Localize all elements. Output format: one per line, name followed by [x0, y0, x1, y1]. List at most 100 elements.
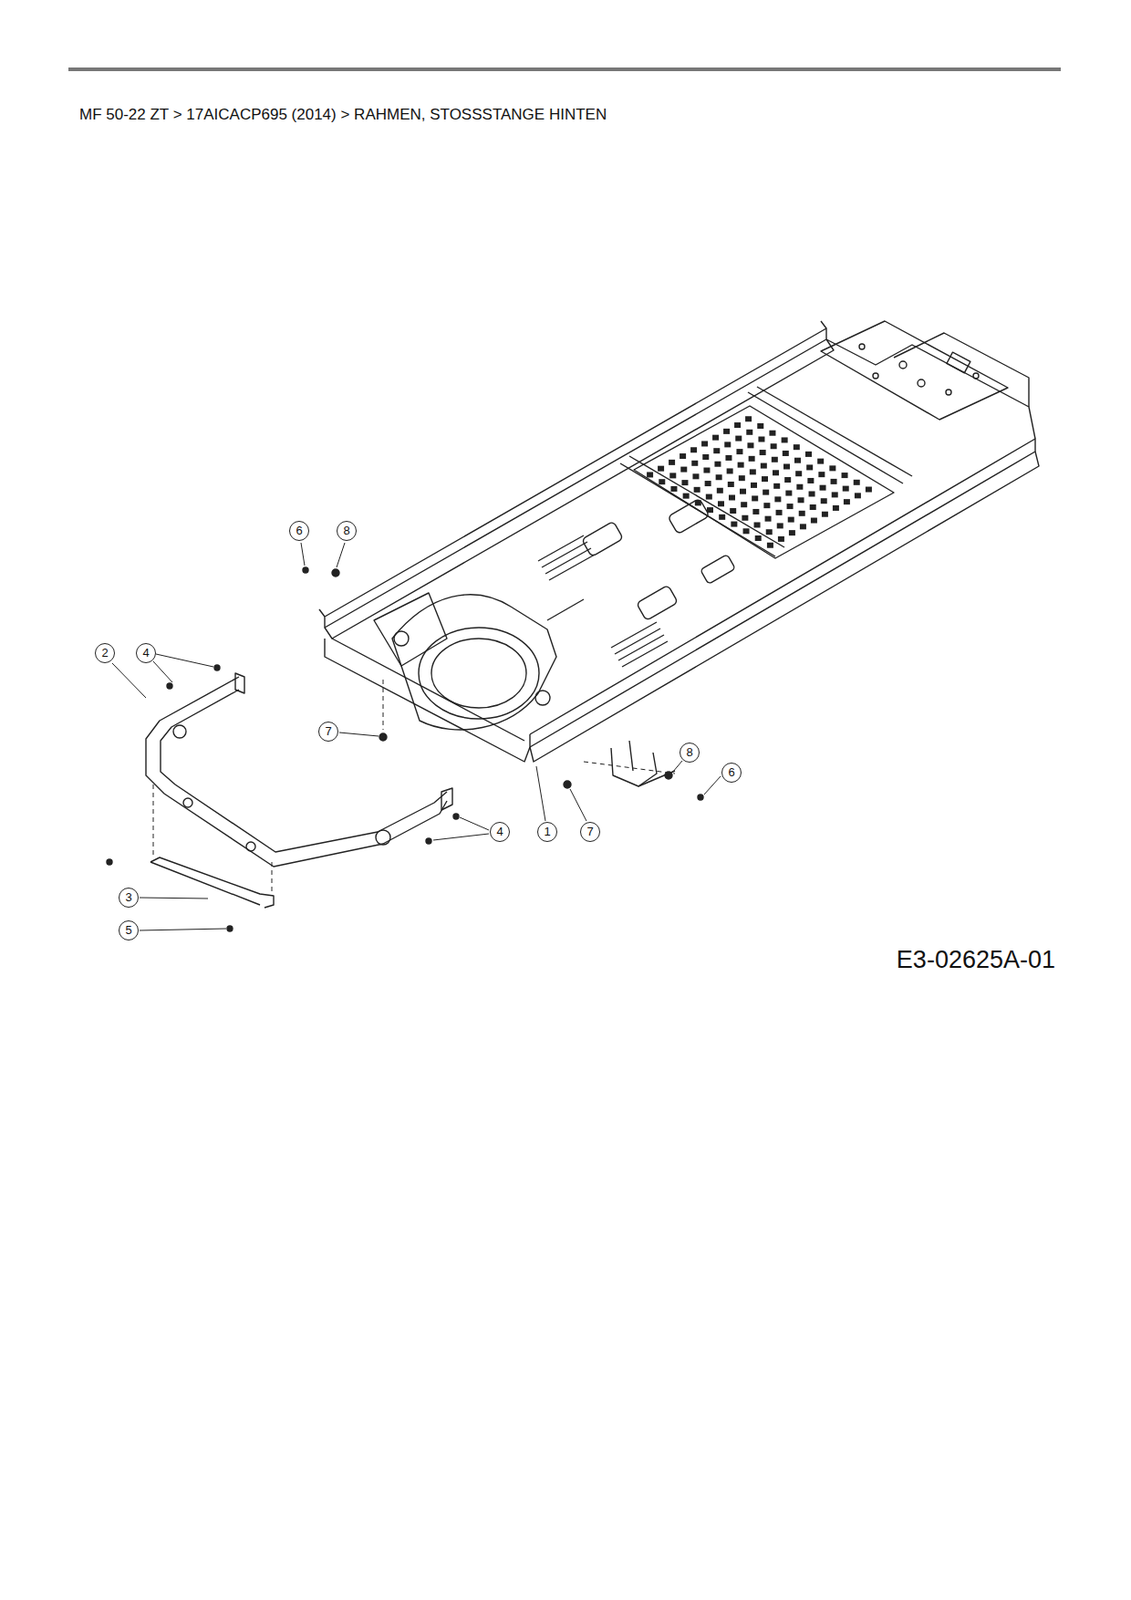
grid-hole — [729, 508, 737, 514]
grid-hole — [750, 482, 758, 488]
grid-hole — [763, 502, 770, 509]
grid-hole — [809, 490, 816, 497]
grid-hole — [807, 477, 814, 484]
grid-hole — [739, 488, 747, 495]
grid-hole — [854, 492, 862, 499]
callout-number: 7 — [318, 721, 339, 742]
grid-hole — [723, 428, 730, 435]
grid-hole — [741, 515, 748, 521]
callout-number: 4 — [489, 821, 510, 842]
grid-hole — [820, 498, 828, 504]
grid-hole — [724, 441, 731, 447]
grid-hole — [784, 477, 791, 483]
grid-hole — [794, 457, 801, 464]
grid-hole — [782, 450, 789, 457]
grid-hole — [740, 501, 748, 508]
grid-hole — [762, 489, 769, 496]
grid-hole — [668, 459, 675, 466]
grid-hole — [829, 465, 836, 471]
grid-hole — [735, 435, 742, 442]
grid-hole — [703, 467, 710, 474]
grid-hole — [774, 496, 781, 502]
grid-hole — [734, 422, 741, 428]
grid-hole — [788, 517, 795, 523]
grid-hole — [843, 498, 851, 505]
grid-hole — [743, 528, 750, 534]
callout-number: 8 — [679, 742, 700, 763]
grid-hole — [690, 446, 697, 453]
grid-hole — [795, 470, 802, 477]
callout-number: 1 — [537, 821, 558, 842]
grid-hole — [842, 486, 850, 492]
grid-hole — [725, 455, 732, 461]
grid-hole — [712, 435, 719, 441]
grid-hole — [657, 466, 665, 472]
grid-hole — [679, 453, 686, 459]
drawing-number: E3-02625A-01 — [896, 945, 1056, 975]
grid-hole — [746, 429, 753, 436]
grid-hole — [783, 464, 790, 470]
grid-hole — [793, 444, 800, 450]
grid-hole — [706, 507, 714, 513]
callout-number: 3 — [118, 887, 139, 908]
grid-hole — [853, 479, 861, 486]
grid-hole — [727, 481, 735, 488]
grid-hole — [785, 490, 792, 497]
callout-number: 6 — [721, 762, 742, 783]
callout-number: 7 — [580, 821, 601, 842]
grid-hole — [830, 478, 838, 485]
grid-hole — [680, 466, 687, 473]
grid-hole — [754, 521, 761, 528]
grid-hole — [716, 487, 724, 494]
grid-hole — [705, 480, 712, 487]
grid-hole — [705, 494, 713, 500]
grid-hole — [865, 487, 872, 493]
grid-hole — [695, 499, 702, 506]
grid-hole — [745, 415, 752, 422]
grid-hole — [759, 449, 767, 456]
grid-hole — [817, 458, 824, 465]
grid-hole — [736, 448, 743, 455]
grid-hole — [760, 463, 768, 469]
grid-hole — [714, 461, 721, 467]
grid-hole — [702, 454, 709, 460]
grid-hole — [751, 495, 758, 501]
grid-hole — [681, 479, 688, 486]
grid-hole — [670, 486, 677, 492]
grid-hole — [796, 484, 803, 490]
grid-hole — [778, 536, 785, 542]
grid-hole — [831, 491, 839, 498]
grid-hole — [765, 516, 772, 522]
grid-hole — [728, 495, 736, 501]
grid-hole — [701, 440, 708, 447]
grid-hole — [798, 510, 806, 517]
grid-hole — [806, 464, 813, 470]
grid-hole — [818, 471, 825, 478]
callout-number: 4 — [135, 643, 156, 664]
grid-hole — [772, 469, 779, 476]
grid-hole — [692, 473, 699, 479]
grid-hole — [770, 443, 778, 449]
grid-hole — [819, 485, 827, 491]
grid-hole — [694, 487, 701, 493]
grid-hole — [805, 451, 812, 457]
grid-hole — [781, 436, 789, 443]
grid-hole — [747, 442, 754, 448]
grid-hole — [748, 456, 756, 462]
grid-hole — [771, 456, 779, 463]
grid-hole — [683, 493, 690, 499]
grid-hole — [715, 474, 723, 480]
callout-number: 5 — [118, 920, 139, 941]
breadcrumb-title: MF 50-22 ZT > 17AICACP695 (2014) > RAHME… — [79, 105, 607, 125]
grid-hole — [658, 478, 665, 485]
callout-number: 8 — [336, 520, 357, 541]
grid-hole — [718, 514, 726, 520]
grid-hole — [788, 529, 796, 536]
grid-hole — [691, 460, 698, 467]
grid-hole — [713, 447, 720, 454]
grid-hole — [799, 523, 807, 530]
grid-hole — [768, 430, 776, 436]
grid-hole — [777, 522, 784, 529]
